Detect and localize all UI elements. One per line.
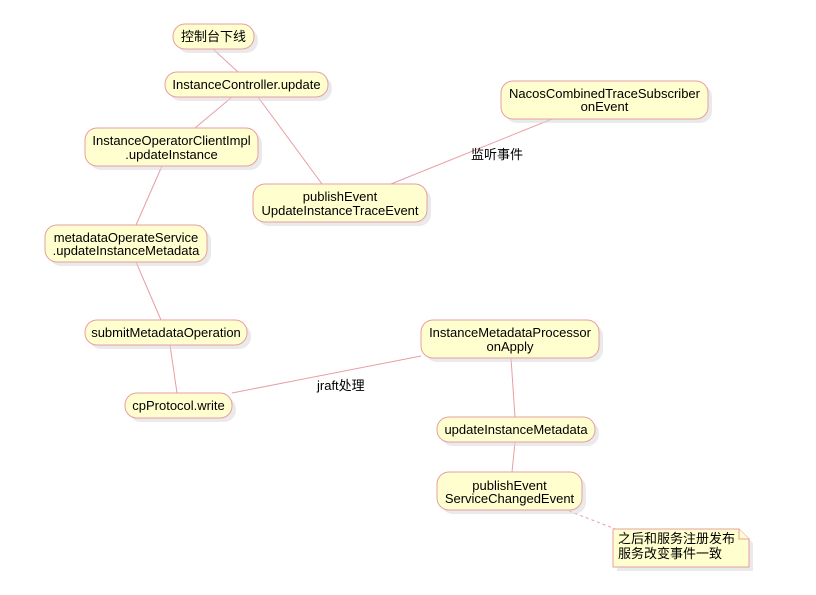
node-publish-service-changed-event: publishEvent ServiceChangedEvent — [436, 471, 586, 514]
node-metadata-operate-service-line2: .updateInstanceMetadata — [53, 243, 200, 258]
edge-operator-client-to-metadata-service — [135, 165, 163, 226]
node-instance-metadata-processor-line2: onApply — [487, 339, 534, 354]
node-publish-update-instance-trace-event: publishEvent UpdateInstanceTraceEvent — [252, 183, 431, 226]
node-instance-operator-client-impl-line2: .updateInstance — [125, 147, 218, 162]
node-submit-metadata-operation-label: submitMetadataOperation — [91, 325, 241, 340]
node-update-instance-metadata-label: updateInstanceMetadata — [444, 422, 588, 437]
node-instance-controller-update-label: InstanceController.update — [172, 77, 320, 92]
node-cp-protocol-write-label: cpProtocol.write — [132, 398, 224, 413]
edge-processor-to-update-metadata — [510, 357, 516, 418]
edge-publish-trace-to-subscriber — [390, 118, 553, 185]
edge-metadata-service-to-submit — [135, 261, 162, 321]
node-instance-metadata-processor: InstanceMetadataProcessor onApply — [420, 319, 603, 362]
node-nacos-combined-trace-subscriber-line1: NacosCombinedTraceSubscriber — [509, 86, 701, 101]
node-instance-operator-client-impl-line1: InstanceOperatorClientImpl — [92, 133, 250, 148]
edge-label-jraft-processing: jraft处理 — [316, 378, 365, 393]
node-nacos-combined-trace-subscriber-line2: onEvent — [581, 99, 629, 114]
node-instance-metadata-processor-line1: InstanceMetadataProcessor — [429, 325, 592, 340]
edge-submit-to-cp-write — [169, 344, 178, 394]
node-publish-update-instance-trace-event-line1: publishEvent — [303, 189, 378, 204]
edge-update-metadata-to-publish-changed — [511, 441, 516, 473]
node-metadata-operate-service-line1: metadataOperateService — [54, 230, 199, 245]
node-console-offline-label: 控制台下线 — [181, 29, 246, 44]
node-instance-operator-client-impl: InstanceOperatorClientImpl .updateInstan… — [84, 127, 262, 170]
edge-cp-write-to-processor — [231, 355, 422, 394]
edge-controller-to-publish-trace — [257, 96, 323, 185]
note-line2: 服务改变事件一致 — [618, 546, 722, 561]
node-submit-metadata-operation: submitMetadataOperation — [84, 319, 251, 349]
node-nacos-combined-trace-subscriber: NacosCombinedTraceSubscriber onEvent — [500, 80, 712, 123]
node-update-instance-metadata: updateInstanceMetadata — [436, 416, 599, 446]
note-line1: 之后和服务注册发布 — [618, 531, 735, 546]
node-cp-protocol-write: cpProtocol.write — [124, 392, 236, 422]
edge-publish-changed-to-note — [568, 510, 619, 531]
node-publish-service-changed-event-line2: ServiceChangedEvent — [445, 491, 575, 506]
edge-controller-to-operator-client — [194, 96, 233, 129]
node-publish-service-changed-event-line1: publishEvent — [472, 478, 547, 493]
note: 之后和服务注册发布 服务改变事件一致 — [612, 528, 753, 571]
edges — [135, 48, 619, 531]
edge-label-listen-event: 监听事件 — [471, 147, 523, 162]
node-console-offline: 控制台下线 — [172, 23, 258, 53]
node-metadata-operate-service: metadataOperateService .updateInstanceMe… — [44, 224, 211, 266]
node-instance-controller-update: InstanceController.update — [164, 71, 332, 101]
node-publish-update-instance-trace-event-line2: UpdateInstanceTraceEvent — [261, 203, 418, 218]
